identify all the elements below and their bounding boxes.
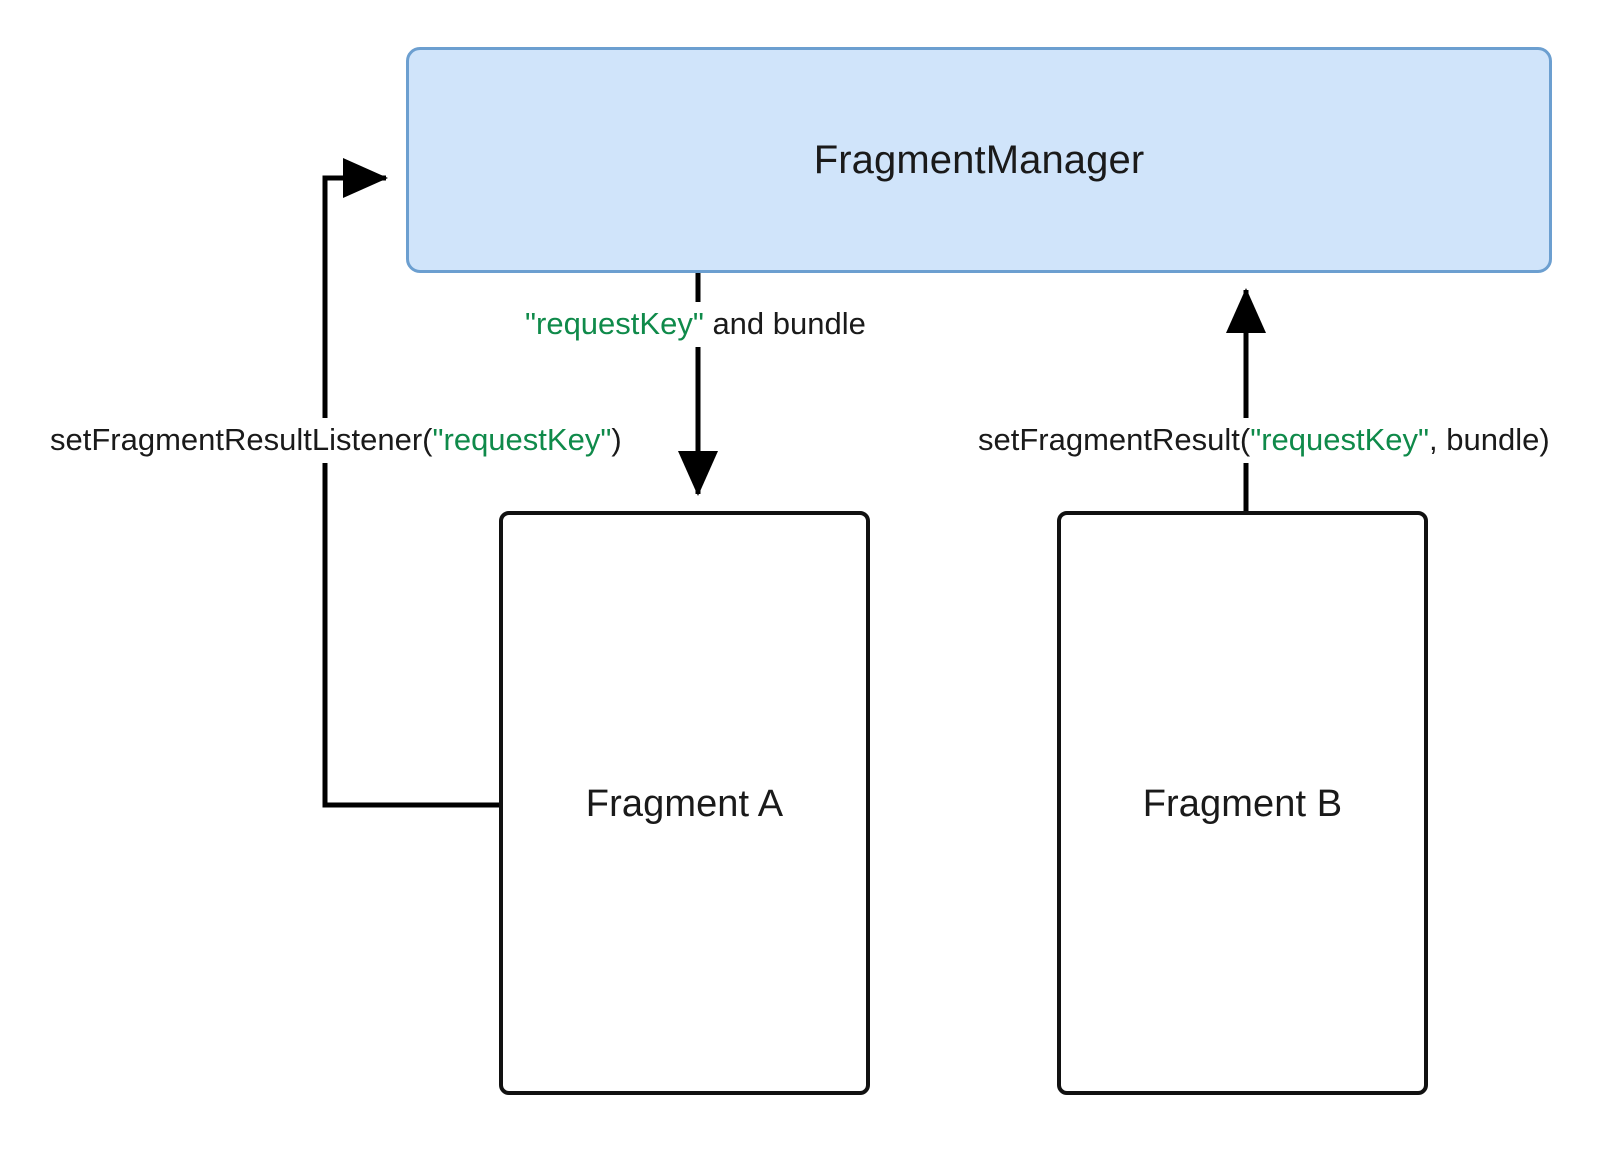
node-fragment-b-label: Fragment B [1142, 783, 1343, 825]
edge-label-request-key-and-bundle: "requestKey" and bundle [519, 302, 872, 347]
token-request-key: "requestKey" [432, 422, 612, 457]
edge-label-set-fragment-result-listener: setFragmentResultListener("requestKey") [44, 418, 628, 463]
node-fragment-a-label: Fragment A [585, 783, 784, 825]
node-fragment-manager-label: FragmentManager [813, 138, 1145, 182]
node-fragment-a[interactable]: Fragment A [499, 511, 870, 1095]
node-fragment-manager[interactable]: FragmentManager [406, 47, 1552, 273]
token-request-key: "requestKey" [525, 306, 704, 341]
token-set-fragment-result: setFragmentResult( [978, 422, 1251, 457]
token-close-paren: ) [611, 422, 622, 457]
node-fragment-b[interactable]: Fragment B [1057, 511, 1428, 1095]
token-and-bundle: and bundle [703, 306, 866, 341]
token-set-fragment-result-listener: setFragmentResultListener( [50, 422, 433, 457]
edge-label-set-fragment-result: setFragmentResult("requestKey", bundle) [972, 418, 1556, 463]
token-request-key: "requestKey" [1250, 422, 1430, 457]
edge-set-fragment-result-listener [322, 158, 499, 808]
token-bundle-arg: , bundle) [1429, 422, 1550, 457]
